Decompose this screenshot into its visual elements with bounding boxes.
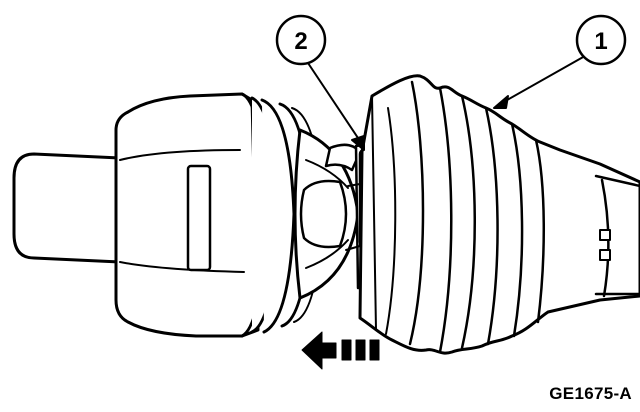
housing-slot	[186, 164, 212, 272]
figure-id: GE1675-A	[549, 384, 632, 403]
callout-leader-2	[305, 59, 365, 151]
callout-circle-1	[575, 14, 627, 66]
callout-arrowhead-1	[493, 95, 509, 109]
callout-arrowhead-2	[351, 135, 365, 151]
cv-housing	[114, 92, 260, 338]
stub-shaft	[12, 152, 122, 264]
callout-circle-2	[275, 14, 327, 66]
shaft-clamp-tab-lower	[599, 249, 611, 261]
axle-shaft	[594, 174, 640, 298]
cv-boot	[358, 74, 640, 355]
callout-number-1: 1	[594, 28, 607, 55]
direction-arrow	[301, 331, 380, 370]
shaft-clamp-tab-upper	[599, 229, 611, 241]
housing-lip	[240, 92, 323, 338]
callout-leader-1	[493, 51, 593, 109]
callout-number-2: 2	[294, 28, 307, 55]
inner-joint	[293, 128, 362, 300]
